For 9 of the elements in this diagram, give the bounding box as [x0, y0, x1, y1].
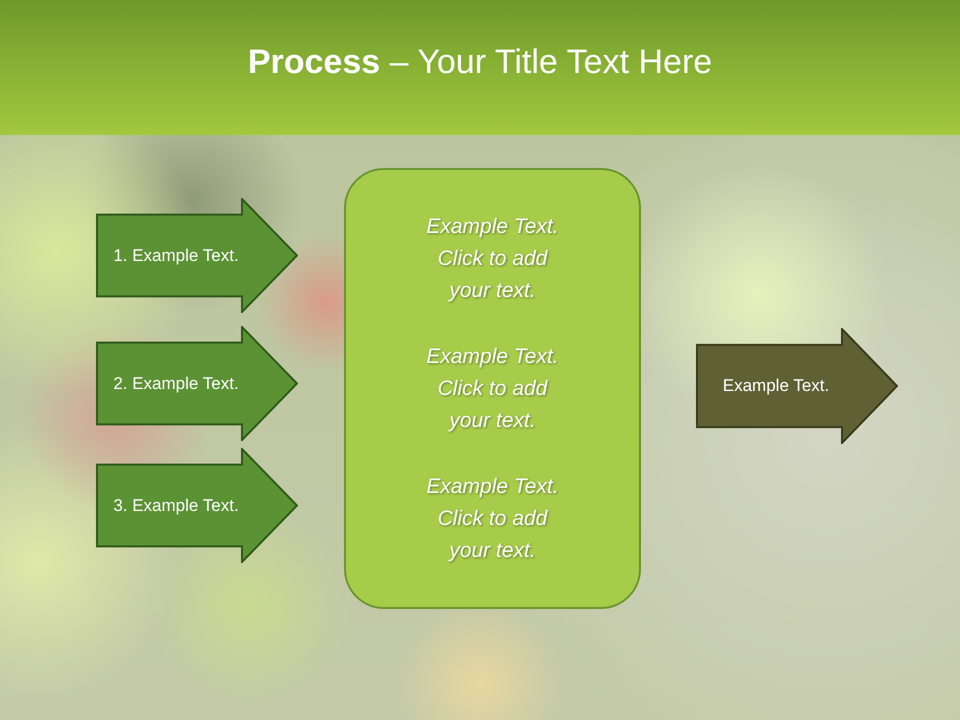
arrow-text: 2. Example Text.: [113, 372, 239, 395]
arrow-text: 3. Example Text.: [113, 494, 239, 517]
box-text: Example Text. Click to add your text.: [425, 474, 560, 564]
title: Process – Your Title Text Here: [248, 42, 712, 83]
box-text: Example Text. Click to add your text.: [425, 214, 560, 304]
arrow-text: 1. Example Text.: [113, 244, 239, 267]
rounded-box: [344, 168, 641, 609]
arrow-text: Example Text.: [722, 375, 830, 398]
box-text: Example Text. Click to add your text.: [425, 344, 560, 434]
